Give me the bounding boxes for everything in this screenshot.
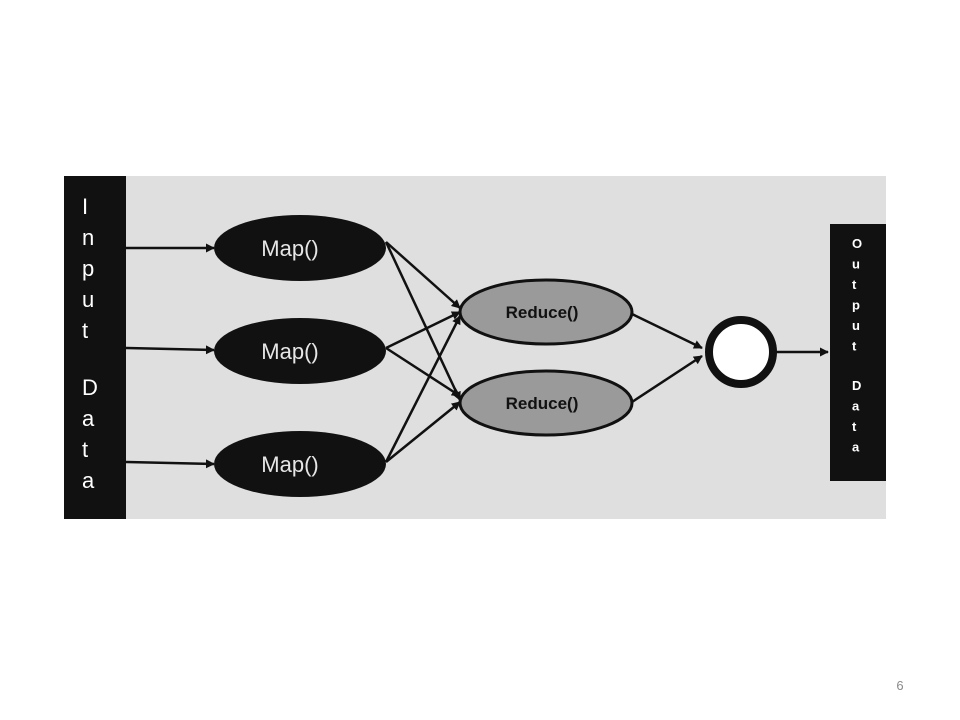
arrow-map1-reduce1: [385, 241, 461, 309]
map-node-label: Map(): [261, 339, 318, 364]
arrow-reduce1-combine: [631, 312, 703, 350]
arrow-input-map-2: [125, 345, 215, 355]
arrow-reduce2-combine: [631, 354, 703, 404]
reduce-node-2: Reduce(): [458, 369, 634, 437]
map-node-2: Map(): [214, 318, 386, 384]
map-node-1: Map(): [214, 215, 386, 281]
input-data-bar: [64, 176, 126, 519]
page-number: 6: [896, 678, 904, 693]
reduce-node-1: Reduce(): [458, 278, 634, 346]
reduce-node-label: Reduce(): [506, 394, 579, 413]
arrow-map3-reduce2: [385, 401, 461, 463]
arrow-map3-reduce1: [384, 315, 462, 463]
map-node-label: Map(): [261, 236, 318, 261]
arrow-map1-reduce2: [384, 241, 462, 401]
output-data-bar: [830, 224, 886, 481]
arrow-map2-reduce1: [385, 310, 461, 350]
reduce-node-label: Reduce(): [506, 303, 579, 322]
arrow-map2-reduce2: [385, 346, 461, 398]
map-node-label: Map(): [261, 452, 318, 477]
map-node-3: Map(): [214, 431, 386, 497]
arrow-input-map-3: [125, 459, 215, 469]
combine-node: [705, 316, 777, 388]
